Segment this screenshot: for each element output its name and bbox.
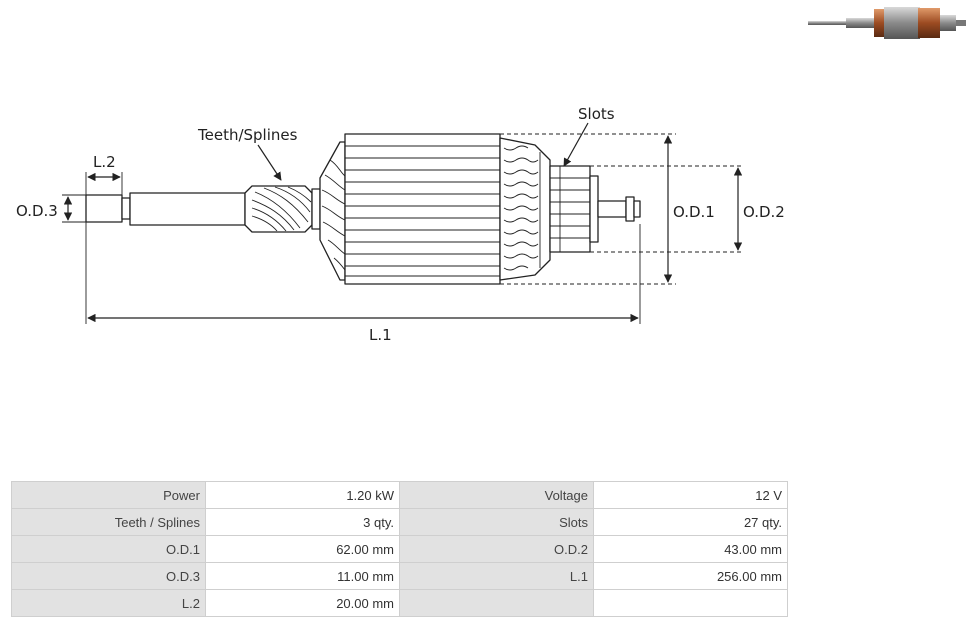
spec-value: 11.00 mm (205, 562, 400, 590)
od2-label: O.D.2 (743, 203, 785, 221)
spec-value (593, 589, 788, 617)
spec-value: 256.00 mm (593, 562, 788, 590)
slots-label: Slots (578, 105, 615, 123)
spec-table: Power 1.20 kW Voltage 12 V Teeth / Splin… (11, 481, 788, 617)
teeth-leader (257, 144, 282, 181)
teeth-label: Teeth/Splines (197, 126, 298, 144)
rear-shaft (597, 200, 627, 218)
shaft (129, 192, 246, 226)
table-row: Power 1.20 kW Voltage 12 V (11, 481, 788, 509)
spec-label: L.1 (399, 562, 594, 590)
od3-label: O.D.3 (16, 202, 58, 220)
table-row: O.D.1 62.00 mm O.D.2 43.00 mm (11, 535, 788, 563)
spec-value: 1.20 kW (205, 481, 400, 509)
shaft-tip (85, 194, 123, 223)
spec-value: 62.00 mm (205, 535, 400, 563)
windings-left (319, 141, 346, 281)
spec-label (399, 589, 594, 617)
product-thumbnail (808, 7, 966, 39)
spec-label: O.D.1 (11, 535, 206, 563)
windings-right (499, 137, 551, 281)
spec-label: O.D.2 (399, 535, 594, 563)
table-row: Teeth / Splines 3 qty. Slots 27 qty. (11, 508, 788, 536)
spec-label: L.2 (11, 589, 206, 617)
spec-value: 43.00 mm (593, 535, 788, 563)
armature-core (344, 133, 501, 285)
armature-diagram: Teeth/Splines Slots L.2 O.D.3 O.D.1 O.D.… (16, 105, 785, 344)
l1-label: L.1 (369, 326, 392, 344)
spec-value: 12 V (593, 481, 788, 509)
spec-value: 3 qty. (205, 508, 400, 536)
spec-label: Voltage (399, 481, 594, 509)
od1-label: O.D.1 (673, 203, 715, 221)
table-row: O.D.3 11.00 mm L.1 256.00 mm (11, 562, 788, 590)
commutator (549, 165, 591, 253)
spec-label: Teeth / Splines (11, 508, 206, 536)
spec-value: 20.00 mm (205, 589, 400, 617)
slots-leader (563, 122, 589, 167)
table-row: L.2 20.00 mm (11, 589, 788, 617)
spec-label: O.D.3 (11, 562, 206, 590)
l2-label: L.2 (93, 153, 116, 171)
spec-label: Slots (399, 508, 594, 536)
spec-value: 27 qty. (593, 508, 788, 536)
spec-label: Power (11, 481, 206, 509)
